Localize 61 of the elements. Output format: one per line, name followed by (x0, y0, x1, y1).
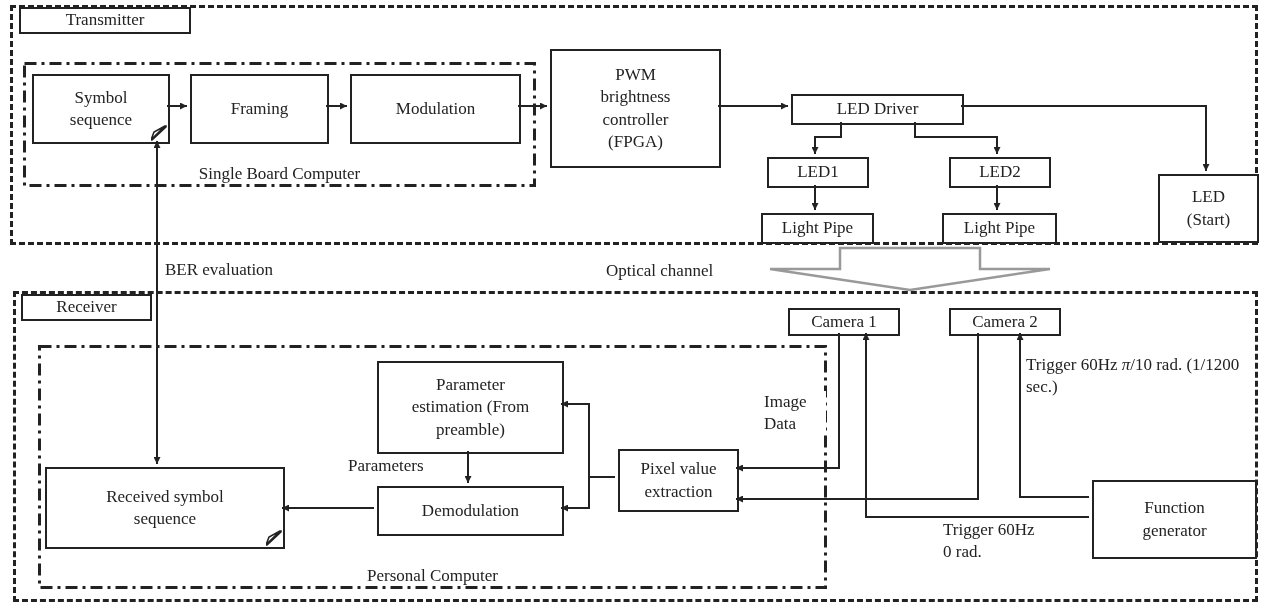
arrow (960, 105, 1210, 172)
box-label: PWM brightness controller (FPGA) (599, 64, 672, 153)
box-label: Light Pipe (781, 217, 854, 240)
box-label: LED1 (797, 161, 839, 184)
process-box (1092, 480, 1257, 559)
process-box (618, 449, 739, 512)
arrow (560, 476, 616, 512)
box-label: Light Pipe (963, 217, 1036, 240)
arrow (153, 140, 161, 465)
arrow (862, 332, 1090, 518)
box-label: Symbol sequence (68, 86, 134, 131)
arrow (325, 102, 348, 110)
box-label: Camera 1 (811, 310, 877, 333)
process-box (550, 49, 721, 168)
document-box (32, 74, 170, 144)
arrow (1016, 332, 1090, 498)
box-label: Function generator (1141, 497, 1208, 542)
process-box (1158, 174, 1259, 243)
process-box (767, 157, 869, 188)
box-label: Framing (230, 97, 289, 120)
process-box (377, 486, 564, 536)
arrow (464, 450, 472, 484)
box-label: LED (Start) (1185, 186, 1232, 231)
region-caption: Personal Computer (367, 566, 498, 585)
box-label: Received symbol sequence (105, 485, 225, 530)
process-box (190, 74, 329, 144)
box-label: LED2 (979, 161, 1021, 184)
box-label: Receiver (56, 296, 117, 319)
box-label: Transmitter (65, 9, 145, 32)
block-arrow (768, 246, 1052, 292)
arrow (517, 102, 548, 110)
region-caption: Single Board Computer (198, 164, 361, 183)
process-box (791, 94, 964, 125)
arrow (281, 504, 375, 512)
process-box (377, 361, 564, 454)
computer-region (23, 62, 536, 187)
process-box (350, 74, 521, 144)
process-box (788, 308, 900, 336)
section-frame (10, 5, 1258, 245)
arrow (166, 102, 188, 110)
process-box (949, 308, 1061, 336)
box-label: Parameter estimation (From preamble) (410, 374, 531, 441)
arrow (735, 332, 840, 472)
box-label: Modulation (395, 97, 476, 120)
arrow (914, 121, 1001, 155)
arrow (735, 332, 979, 503)
process-box (761, 213, 874, 244)
box-label: Pixel value extraction (639, 458, 718, 503)
box-label: Camera 2 (972, 310, 1038, 333)
title-tab (21, 294, 152, 321)
arrow (993, 184, 1001, 211)
arrow (811, 184, 819, 211)
arrow (717, 102, 789, 110)
title-tab (19, 7, 191, 34)
box-label: Demodulation (421, 499, 520, 522)
arrow (811, 121, 842, 155)
computer-region (38, 345, 827, 589)
process-box (949, 157, 1051, 188)
document-box (45, 467, 285, 549)
process-box (942, 213, 1057, 244)
box-label: LED Driver (836, 98, 919, 121)
